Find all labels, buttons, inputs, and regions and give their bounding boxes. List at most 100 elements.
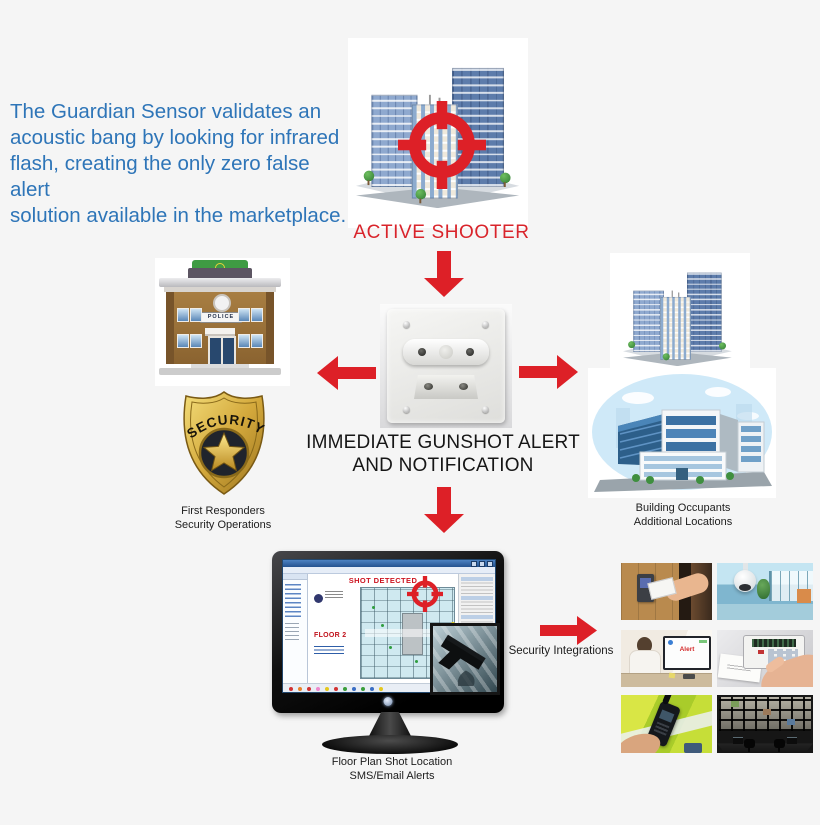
- chair: [743, 739, 756, 753]
- toolbar-icon: [361, 686, 365, 691]
- chair-back: [774, 739, 785, 748]
- tree-icon: [415, 188, 427, 200]
- app-toolbar: [283, 683, 495, 692]
- bracket-hole: [459, 383, 468, 390]
- window: [190, 334, 202, 348]
- video-feed: [763, 709, 771, 715]
- screw-icon: [482, 321, 489, 328]
- keyboard: [683, 674, 695, 679]
- caption-line: First Responders: [181, 505, 265, 517]
- panel-section-header: [461, 615, 493, 619]
- clock-icon: [213, 294, 231, 312]
- alert-monitor: Alert: [663, 636, 711, 670]
- cornice: [164, 287, 276, 292]
- caption-line: Additional Locations: [633, 515, 733, 528]
- sensor-bracket: [414, 375, 478, 399]
- crosshair-icon: [398, 101, 486, 189]
- alert-screen: Alert: [665, 638, 709, 668]
- panel-text-lines: [461, 601, 493, 613]
- entrance-step: [191, 364, 249, 368]
- city-buildings-icon: [623, 256, 732, 367]
- gunshot-alert-label: IMMEDIATE GUNSHOT ALERT AND NOTIFICATION: [303, 431, 583, 477]
- sensor-detector-bar: [403, 339, 489, 365]
- sticky-note: [668, 672, 676, 679]
- additional-locations-image: [610, 253, 750, 368]
- door-divider: [221, 338, 223, 366]
- caption-line: SMS/Email Alerts: [349, 769, 435, 782]
- toolbar-icon: [352, 686, 356, 691]
- building-occupants-caption: Building Occupants Additional Locations: [612, 502, 754, 529]
- guardian-sensor-image: [380, 304, 512, 428]
- photo-dome-security-camera: [717, 563, 813, 620]
- tree-trunk: [419, 198, 422, 204]
- sensor-hole: [418, 348, 426, 356]
- floor-plan: [360, 576, 455, 679]
- office-complex-illustration: [592, 374, 772, 492]
- chair-stem: [748, 748, 750, 752]
- window: [190, 308, 202, 322]
- blue-device: [684, 743, 702, 753]
- lobby-windows: [769, 571, 813, 601]
- intro-line: flash, creating the only zero false aler…: [10, 152, 310, 201]
- maximize-icon: [479, 560, 485, 567]
- roof-slab: [159, 278, 281, 287]
- gunshot-alert-line2: AND NOTIFICATION: [352, 455, 534, 476]
- police-sign: POLICE: [200, 312, 242, 323]
- tree-trunk: [503, 182, 506, 187]
- intro-text: The Guardian Sensor validates an acousti…: [10, 99, 355, 229]
- antenna: [428, 94, 431, 106]
- photo-security-guard-radio: [621, 695, 712, 753]
- floor-plan-monitor: SHOT DETECTED FLOOR 2: [272, 551, 504, 713]
- desk-monitor: [787, 737, 797, 744]
- caption-line: Floor Plan Shot Location: [331, 756, 453, 768]
- plant: [757, 579, 770, 599]
- security-integrations-label: Security Integrations: [508, 645, 614, 657]
- reader-screen: [640, 578, 651, 588]
- window: [251, 308, 263, 322]
- photo-desk-alert-monitor: Alert: [621, 630, 712, 687]
- antenna: [671, 290, 673, 298]
- camera-lens: [739, 584, 751, 591]
- chair-back: [744, 739, 755, 748]
- sensor-dot: [414, 660, 418, 663]
- intro-line: The Guardian Sensor validates an: [10, 100, 322, 123]
- cctv-inset-image: [430, 623, 500, 695]
- monitor-stand-base: [322, 735, 458, 754]
- logo-text-lines: [325, 590, 343, 598]
- sensor-hole: [466, 348, 474, 356]
- photo-access-control-badge-reader: [621, 563, 712, 620]
- tree-icon: [662, 353, 670, 361]
- caption-line: Building Occupants: [635, 502, 731, 514]
- close-icon: [487, 560, 493, 567]
- shot-detected-banner: SHOT DETECTED: [348, 576, 418, 585]
- first-responders-caption: First Responders Security Operations: [152, 505, 294, 532]
- sensor-dot: [381, 624, 385, 627]
- video-feed: [731, 701, 739, 707]
- tall-blue-tower: [687, 272, 722, 352]
- gun-silhouette-icon: [438, 634, 486, 686]
- active-shooter-label: ACTIVE SHOOTER: [353, 222, 530, 243]
- radio-screen: [658, 709, 675, 723]
- keypad-display: [752, 639, 796, 647]
- tree-icon: [628, 341, 636, 349]
- panel-section-header: [461, 596, 493, 600]
- screw-icon: [403, 406, 410, 413]
- panel-text-lines: [461, 582, 493, 594]
- toolbar-icon: [307, 686, 311, 691]
- chair-stem: [778, 748, 780, 752]
- sensor-center-circle: [439, 345, 453, 359]
- photo-alarm-keypad: [717, 630, 813, 687]
- toolbar-icon: [334, 686, 338, 691]
- orange-wall: [797, 589, 811, 603]
- window: [177, 334, 189, 348]
- antenna: [678, 292, 680, 298]
- window-menubar: [283, 567, 495, 574]
- pilaster: [266, 292, 274, 364]
- police-station-image: POLICE: [155, 258, 290, 386]
- floor-plan-corridor: [364, 629, 451, 637]
- window-titlebar: [283, 560, 495, 567]
- roof-structure: [188, 268, 252, 280]
- logo-icon: [314, 594, 323, 603]
- desk-monitor: [733, 737, 743, 744]
- video-feed: [787, 719, 795, 725]
